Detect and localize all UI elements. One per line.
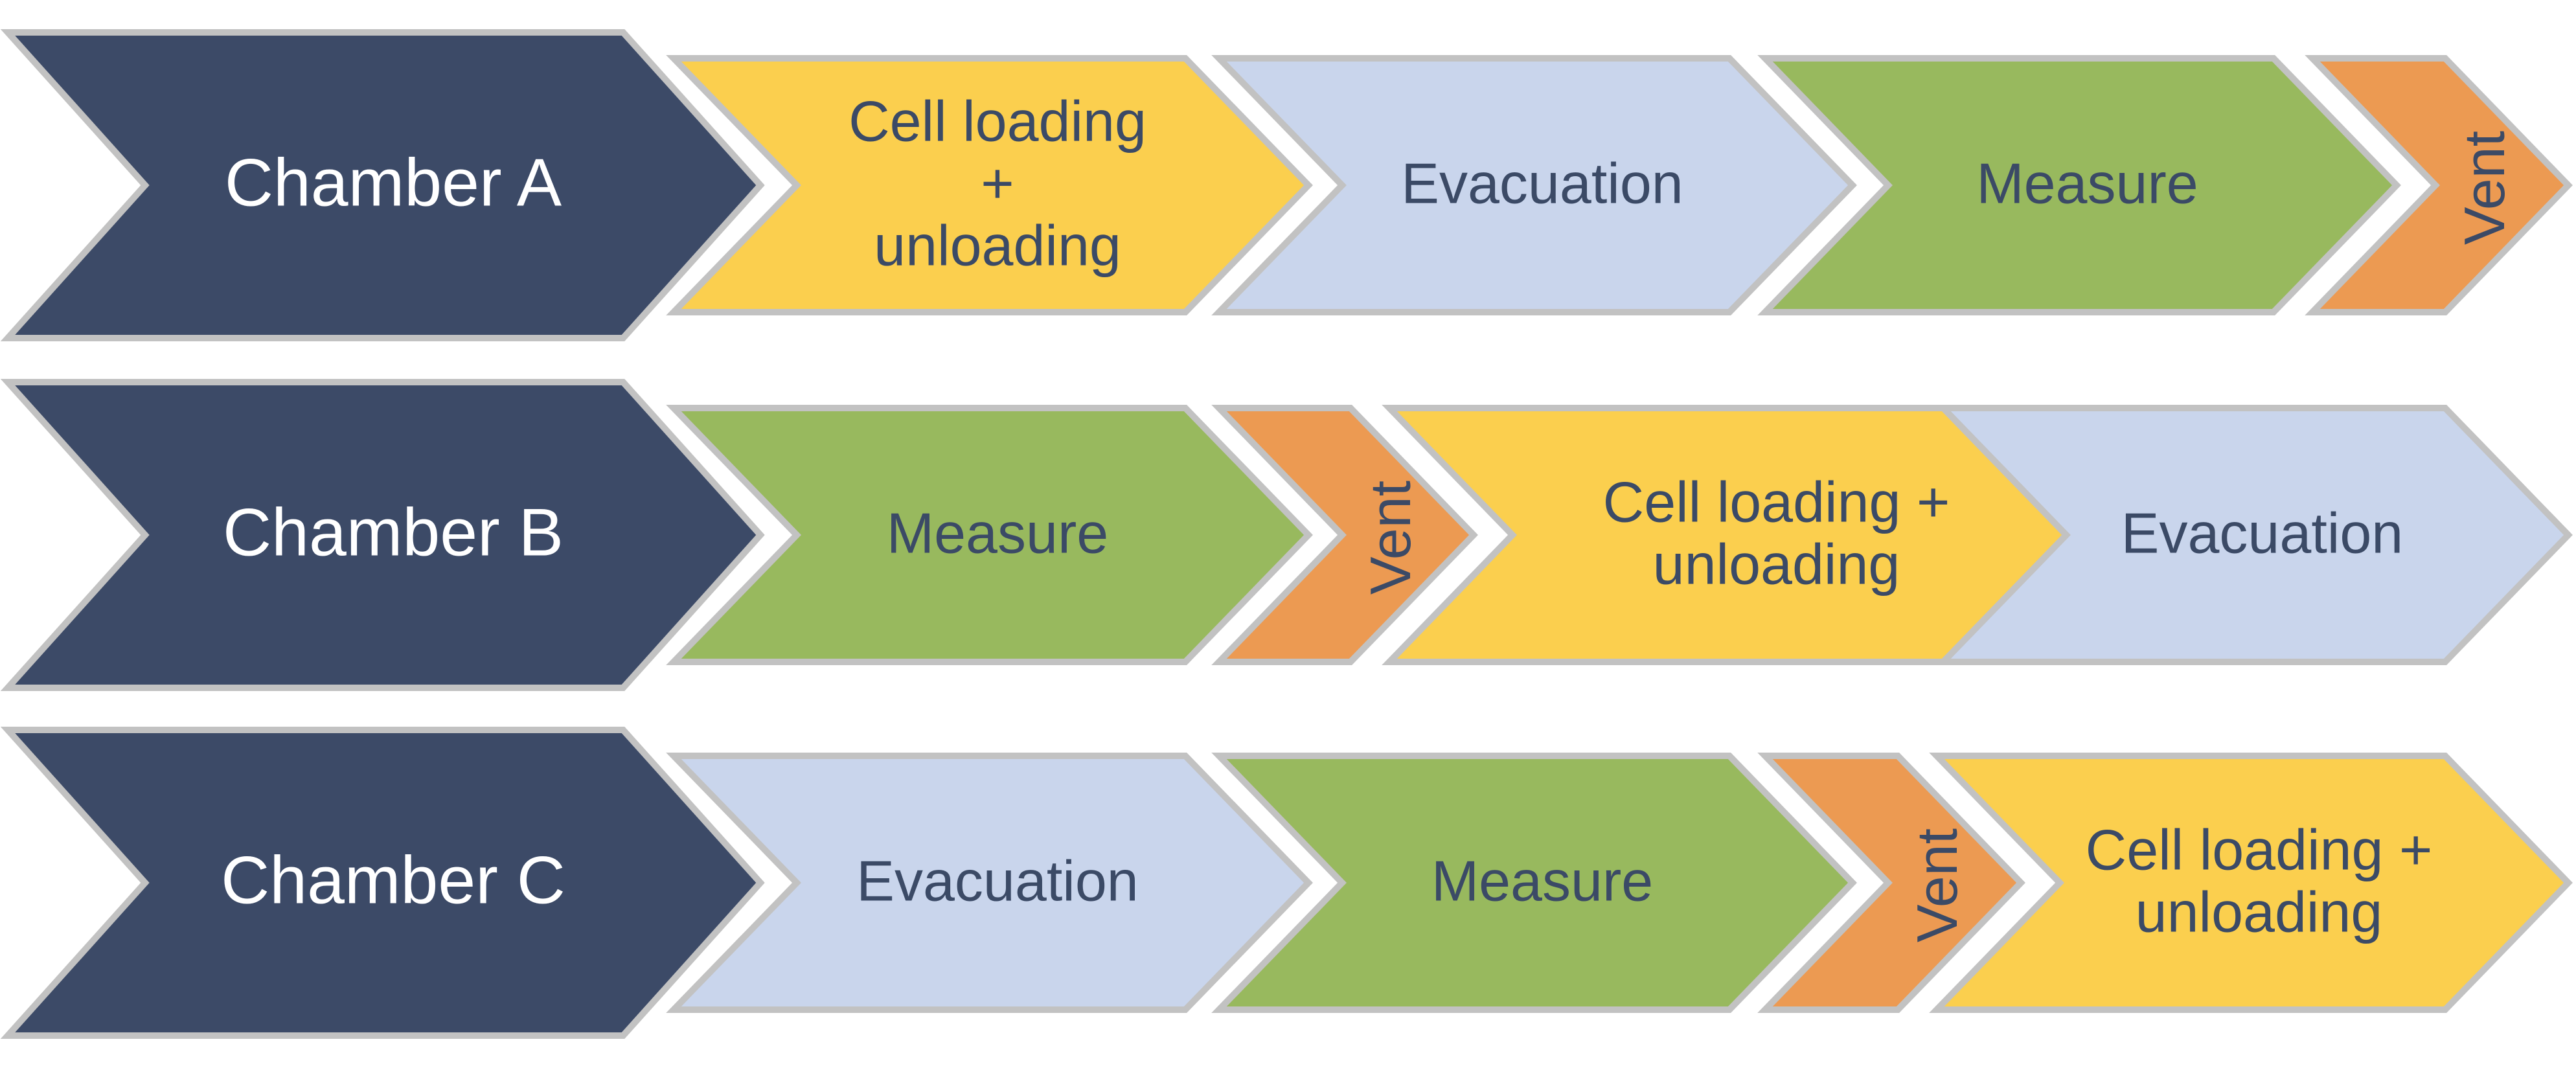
step-measure-chevron bbox=[1757, 55, 2401, 315]
chamber-head-chevron bbox=[0, 727, 765, 1039]
step-measure-label: Measure bbox=[887, 501, 1108, 565]
step-vent-label: Vent bbox=[2452, 131, 2516, 245]
step-load-label: + bbox=[981, 151, 1014, 215]
step-measure-chevron bbox=[666, 405, 1313, 665]
step-load-label: unloading bbox=[1653, 532, 1900, 596]
step-measure-chevron bbox=[1211, 753, 1857, 1013]
chamber-head-chevron bbox=[0, 29, 765, 341]
step-load-label: unloading bbox=[2136, 880, 2383, 944]
step-vent-chevron bbox=[1211, 405, 1478, 665]
step-vent-label: Vent bbox=[1358, 481, 1422, 595]
step-measure-label: Measure bbox=[1431, 848, 1653, 913]
step-measure-label: Measure bbox=[1976, 151, 2198, 215]
chamber-row: Chamber C Evacuation Measure Vent Cell loadi… bbox=[0, 727, 2573, 1039]
chamber-row: Chamber A Cell loading+unloading Evacuatio… bbox=[0, 29, 2573, 341]
step-load-label: unloading bbox=[874, 213, 1121, 277]
step-vent-chevron bbox=[1757, 753, 2025, 1013]
chamber-label: Chamber A bbox=[225, 145, 562, 220]
chamber-label: Chamber C bbox=[221, 843, 565, 918]
step-evac-label: Evacuation bbox=[856, 848, 1138, 913]
step-evac-label: Evacuation bbox=[2121, 501, 2403, 565]
step-evac-chevron bbox=[1211, 55, 1857, 315]
step-evac-label: Evacuation bbox=[1401, 151, 1683, 215]
step-load-chevron bbox=[1929, 753, 2573, 1013]
step-vent-label: Vent bbox=[1905, 828, 1969, 942]
step-evac-chevron bbox=[666, 753, 1313, 1013]
step-load-label: Cell loading bbox=[849, 89, 1146, 153]
chamber-head-chevron bbox=[0, 379, 765, 691]
step-load-label: Cell loading + bbox=[1603, 470, 1950, 534]
step-load-label: Cell loading + bbox=[2086, 817, 2433, 881]
chamber-row: Chamber B Measure Vent Cell loading +unload… bbox=[0, 379, 2573, 691]
step-vent-chevron bbox=[2305, 55, 2573, 315]
chamber-label: Chamber B bbox=[223, 495, 564, 570]
step-evac-chevron bbox=[1935, 405, 2573, 665]
step-load-chevron bbox=[666, 55, 1313, 315]
